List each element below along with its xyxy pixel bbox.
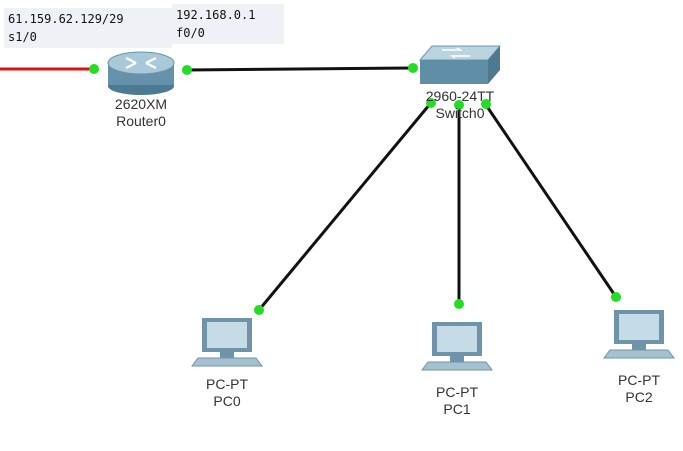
switch-icon[interactable] bbox=[418, 45, 502, 84]
router-switch-link[interactable] bbox=[185, 66, 414, 72]
router-icon[interactable] bbox=[107, 51, 175, 95]
switch-model: 2960-24TT bbox=[425, 88, 495, 104]
switch-pc0-link[interactable] bbox=[257, 103, 432, 311]
pc0-model: PC-PT bbox=[206, 376, 248, 392]
pc0-label[interactable]: PC-PT PC0 bbox=[192, 376, 262, 410]
serial-iface-text: s1/0 bbox=[8, 30, 37, 44]
switch-pc2-link[interactable] bbox=[484, 104, 618, 298]
serial-ip-text: 61.159.62.129/29 bbox=[8, 12, 124, 26]
pc0-icon[interactable] bbox=[191, 318, 263, 367]
lan-iface-text: f0/0 bbox=[176, 26, 205, 40]
pc1-label[interactable]: PC-PT PC1 bbox=[422, 384, 492, 418]
pc2-name: PC2 bbox=[625, 389, 653, 405]
router-label[interactable]: 2620XM Router0 bbox=[96, 96, 186, 130]
lan-ip-text: 192.168.0.1 bbox=[176, 8, 256, 22]
pc0-name: PC0 bbox=[213, 393, 241, 409]
router-model: 2620XM bbox=[114, 96, 168, 112]
switch-label[interactable]: 2960-24TT Switch0 bbox=[410, 88, 510, 122]
pc2-icon[interactable] bbox=[603, 310, 675, 359]
pc2-port-dot bbox=[611, 292, 621, 302]
lan-interface-label: 192.168.0.1 f0/0 bbox=[172, 4, 284, 44]
switch-uplink-port-dot bbox=[408, 63, 418, 73]
pc1-icon[interactable] bbox=[421, 322, 493, 371]
router-serial-port-dot bbox=[89, 64, 99, 74]
router-name: Router0 bbox=[116, 113, 166, 129]
switch-name: Switch0 bbox=[435, 105, 485, 121]
pc2-model: PC-PT bbox=[618, 372, 660, 388]
pc1-name: PC1 bbox=[443, 401, 471, 417]
switch-pc1-port-dot bbox=[454, 100, 464, 110]
pc1-port-dot bbox=[454, 299, 464, 309]
serial-interface-label: 61.159.62.129/29 s1/0 bbox=[4, 8, 172, 48]
router-lan-port-dot bbox=[182, 65, 192, 75]
pc2-label[interactable]: PC-PT PC2 bbox=[604, 372, 674, 406]
switch-pc2-port-dot bbox=[481, 99, 491, 109]
pc1-model: PC-PT bbox=[436, 384, 478, 400]
switch-pc0-port-dot bbox=[426, 98, 436, 108]
link-status-dots bbox=[89, 63, 621, 315]
pc0-port-dot bbox=[254, 305, 264, 315]
